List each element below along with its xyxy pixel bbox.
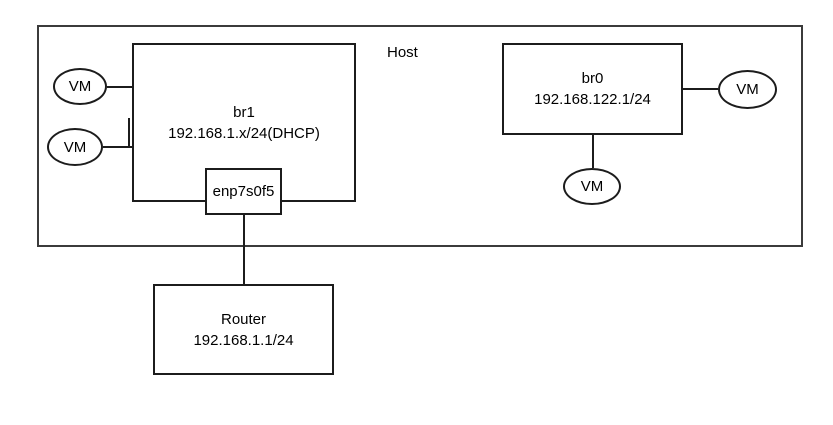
br0-bridge-box: br0 192.168.122.1/24 — [502, 43, 683, 135]
br1-title: br1 — [233, 103, 255, 121]
router-title: Router — [220, 310, 267, 328]
vm-node: VM — [47, 128, 103, 166]
host-boundary-box — [37, 25, 803, 247]
vm-node: VM — [718, 70, 777, 109]
br1-subnet: 192.168.1.x/24(DHCP) — [168, 124, 320, 142]
enp7s0f5-label: enp7s0f5 — [212, 183, 275, 200]
br0-subnet: 192.168.122.1/24 — [534, 91, 651, 108]
vm-node: VM — [563, 168, 621, 205]
vm-label: VM — [68, 78, 92, 95]
vm-label: VM — [63, 138, 87, 156]
router-box: Router 192.168.1.1/24 — [153, 284, 334, 375]
vm-label: VM — [736, 81, 759, 98]
edge-enp7s0f5-router — [243, 215, 245, 284]
edge-vm2-br1 — [103, 146, 132, 148]
router-subnet: 192.168.1.1/24 — [193, 331, 294, 349]
edge-vm1-br1 — [107, 86, 132, 88]
vm-label: VM — [580, 178, 604, 195]
host-label: Host — [387, 44, 418, 61]
vm-node: VM — [53, 68, 107, 105]
enp7s0f5-interface-box: enp7s0f5 — [205, 168, 282, 215]
edge-br0-vm3 — [683, 88, 718, 90]
edge-br0-vm4 — [592, 135, 594, 168]
br0-title: br0 — [581, 70, 604, 87]
edge-stub-br1-left — [128, 118, 130, 148]
